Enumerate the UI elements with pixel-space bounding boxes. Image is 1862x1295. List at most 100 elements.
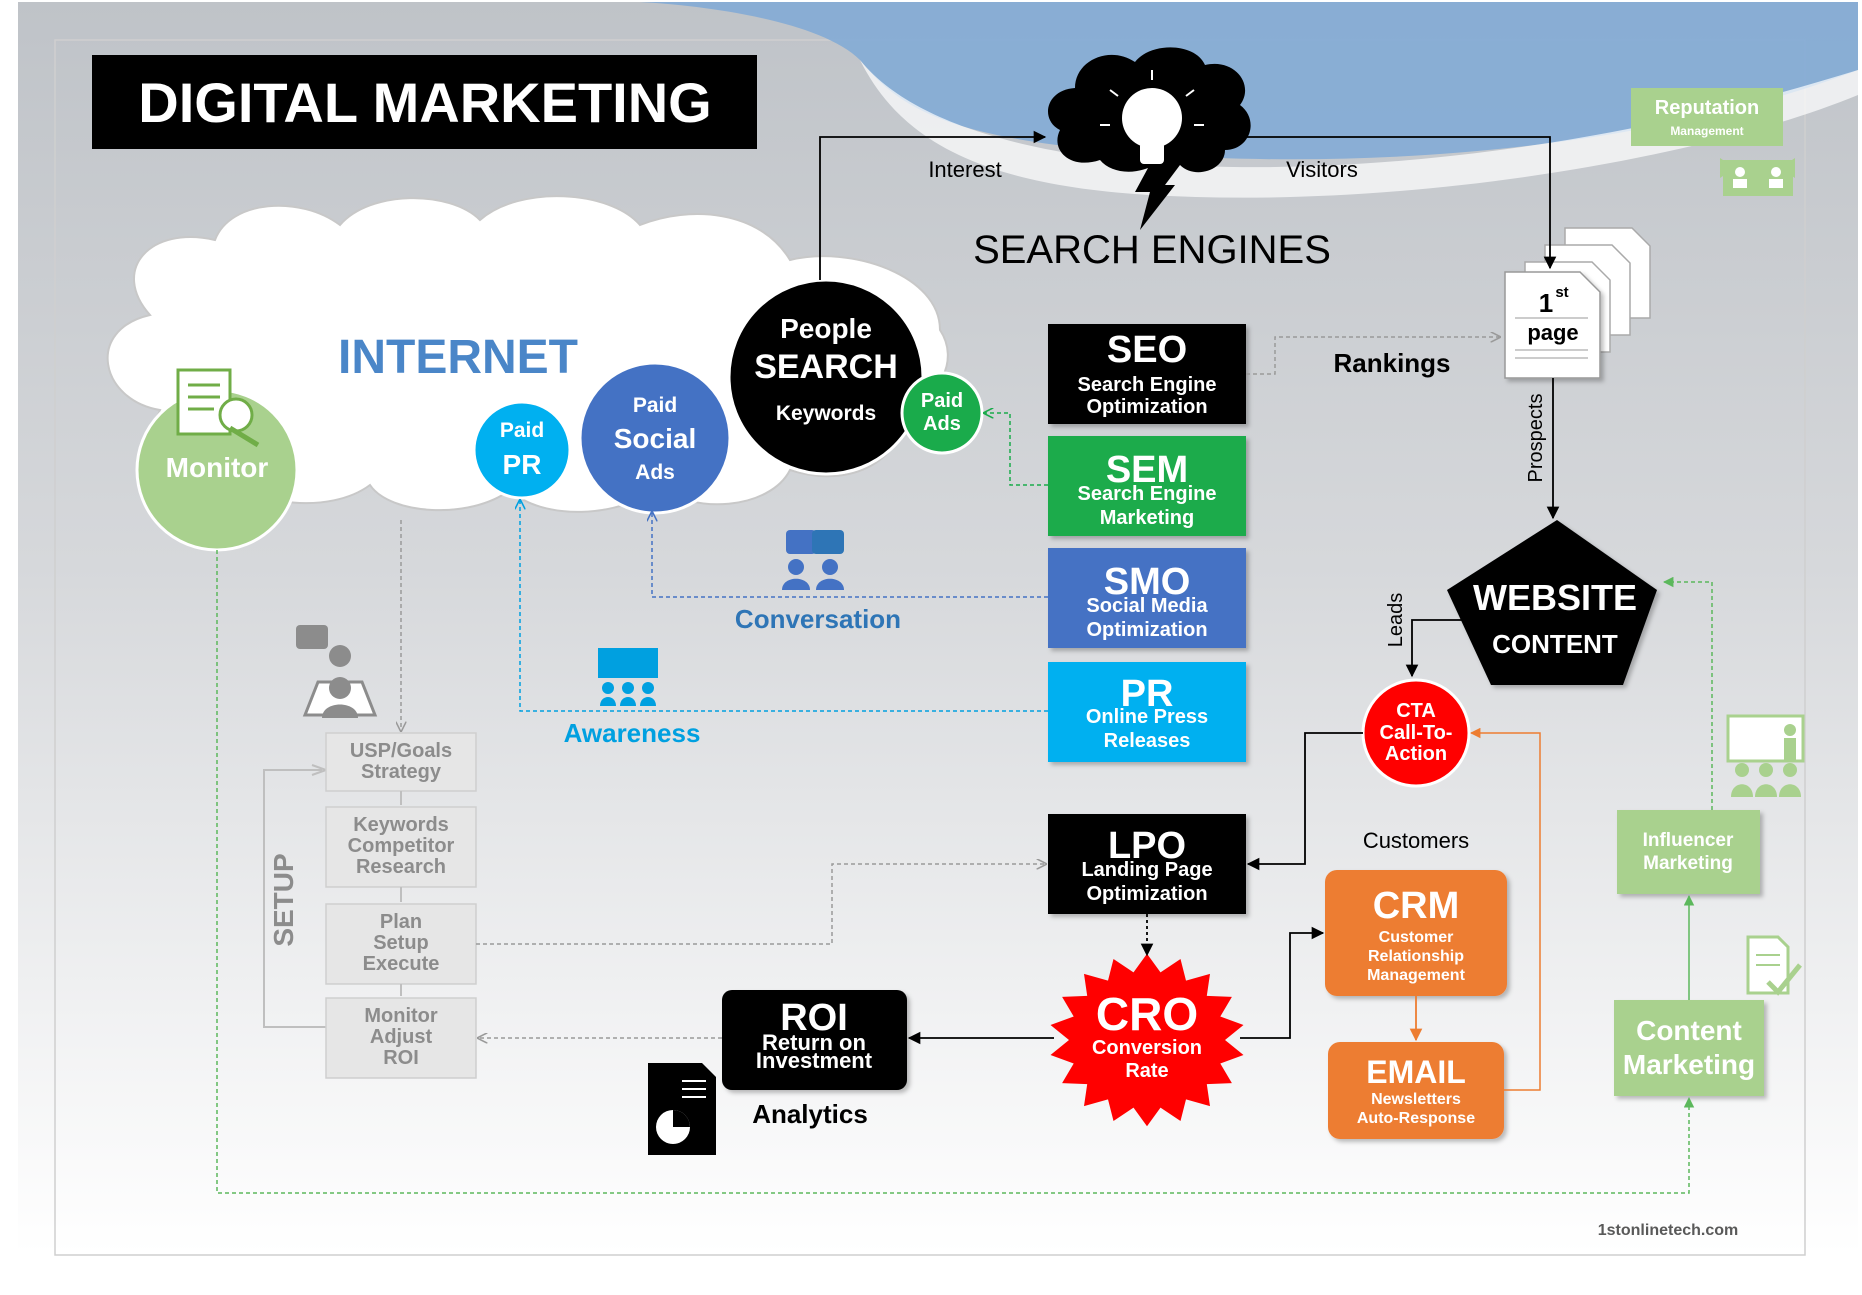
- leads-arrow: [1405, 619, 1467, 678]
- people-search-line1: People: [780, 313, 872, 344]
- pr-to-paid-pr-arrow: [520, 500, 1048, 712]
- cro-line1: Conversion: [1092, 1037, 1202, 1059]
- reputation-people-icon: [1720, 158, 1795, 196]
- pr-line1: Online Press: [1086, 706, 1208, 728]
- setup-step-2: Keywords Competitor Research: [325, 806, 477, 888]
- influencer-to-website-arrow: [1662, 576, 1713, 810]
- first-page-word: page: [1527, 320, 1578, 345]
- search-engines-label: SEARCH ENGINES: [973, 228, 1331, 272]
- paid-social-line2: Social: [614, 423, 696, 454]
- setup-step-2-line1: Keywords: [353, 814, 449, 836]
- title-bar: [92, 55, 757, 149]
- cta-line1: CTA: [1396, 700, 1436, 722]
- crm-line2: Relationship: [1368, 948, 1464, 965]
- setup-step-3-line3: Execute: [363, 953, 440, 975]
- smo-abbr: SMO: [1104, 561, 1191, 603]
- roi-abbr: ROI: [780, 997, 848, 1039]
- search-engine-brain-icon: [1048, 47, 1251, 230]
- paid-social-line3: Ads: [635, 461, 675, 484]
- setup-step-1-line2: Strategy: [361, 761, 442, 783]
- roi-line1: Return on: [762, 1030, 866, 1055]
- conversation-icon: [782, 530, 844, 590]
- paid-pr-line2: PR: [503, 449, 542, 480]
- page-title: DIGITAL MARKETING: [138, 71, 711, 134]
- reputation-line1: Reputation: [1655, 97, 1759, 119]
- plan-to-lpo-arrow: [476, 864, 1046, 945]
- analytics-report-icon: [648, 1063, 716, 1155]
- customers-label: Customers: [1363, 828, 1469, 853]
- content-marketing-line1: Content: [1636, 1015, 1742, 1046]
- roi-line2: Investment: [756, 1048, 873, 1073]
- lpo-line2: Optimization: [1086, 883, 1207, 905]
- setup-step-3-line2: Setup: [373, 932, 429, 954]
- setup-step-4-line2: Adjust: [370, 1026, 433, 1048]
- lpo-line1: Landing Page: [1081, 859, 1212, 881]
- setup-step-1: USP/Goals Strategy: [325, 732, 477, 792]
- setup-label: SETUP: [268, 853, 299, 946]
- prospects-label: Prospects: [1525, 394, 1547, 483]
- analytics-label: Analytics: [752, 1099, 868, 1129]
- setup-step-2-line3: Research: [356, 856, 446, 878]
- first-page-documents-icon: [1504, 227, 1651, 379]
- roi-box: ROI Return on Investment: [722, 990, 907, 1090]
- setup-person-icon: [296, 625, 378, 718]
- conversation-label: Conversation: [735, 604, 901, 634]
- visitors-arrow: [1245, 136, 1557, 270]
- lpo-box: LPO Landing Page Optimization: [1048, 814, 1246, 914]
- internet-cloud: [106, 195, 949, 513]
- visitors-label: Visitors: [1286, 157, 1358, 182]
- people-search-line2: SEARCH: [754, 348, 898, 386]
- pr-abbr: PR: [1121, 673, 1174, 715]
- sem-box: SEM Search Engine Marketing: [1048, 436, 1246, 536]
- monitor-document-icon: [176, 368, 260, 448]
- crm-line3: Management: [1367, 967, 1465, 984]
- cro-to-crm-arrow: [1240, 926, 1325, 1039]
- awareness-label: Awareness: [564, 718, 701, 748]
- sem-to-paid-ads-arrow: [984, 413, 1048, 486]
- email-line1: Newsletters: [1371, 1091, 1461, 1108]
- email-to-cta-arrow: [1469, 727, 1541, 1091]
- monitor-label: Monitor: [166, 452, 269, 483]
- paid-pr-line1: Paid: [500, 419, 544, 442]
- smo-line2: Optimization: [1086, 619, 1207, 641]
- cta-line3: Action: [1385, 743, 1447, 765]
- seo-line2: Optimization: [1086, 396, 1207, 418]
- sem-abbr: SEM: [1106, 449, 1188, 491]
- connectors: [216, 130, 1713, 1194]
- content-marketing-box: [1614, 1000, 1764, 1096]
- influencer-line1: Influencer: [1643, 830, 1734, 851]
- sem-line1: Search Engine: [1078, 483, 1217, 505]
- website-content-shape: [1447, 520, 1657, 685]
- email-line2: Auto-Response: [1357, 1110, 1475, 1127]
- people-search-line3: Keywords: [776, 402, 876, 425]
- first-page-num: 1: [1539, 288, 1553, 318]
- cro-abbr: CRO: [1096, 988, 1198, 1040]
- crm-box: CRM Customer Relationship Management: [1325, 870, 1507, 996]
- setup-step-3: Plan Setup Execute: [325, 903, 477, 985]
- interest-arrow: [819, 130, 1047, 280]
- first-page-sup: st: [1555, 284, 1568, 301]
- reputation-box: [1631, 88, 1783, 146]
- paid-ads-line2: Ads: [923, 413, 961, 435]
- setup-step-4: Monitor Adjust ROI: [325, 997, 477, 1079]
- email-abbr: EMAIL: [1366, 1054, 1466, 1090]
- influencer-presenter-icon: [1726, 714, 1805, 797]
- cta-line2: Call-To-: [1380, 722, 1453, 744]
- content-checklist-icon: [1746, 935, 1802, 996]
- rankings-label: Rankings: [1333, 348, 1450, 378]
- setup-step-4-line3: ROI: [383, 1047, 419, 1069]
- footer-credit: 1stonlinetech.com: [1598, 1222, 1738, 1239]
- smo-line1: Social Media: [1086, 595, 1208, 617]
- interest-label: Interest: [928, 157, 1001, 182]
- smo-box: SMO Social Media Optimization: [1048, 548, 1246, 648]
- lpo-abbr: LPO: [1108, 825, 1186, 867]
- paid-ads-circle: [900, 371, 984, 455]
- paid-ads-line1: Paid: [921, 390, 963, 412]
- pr-line2: Releases: [1104, 730, 1191, 752]
- influencer-line2: Marketing: [1643, 853, 1733, 874]
- monitor-loop-arrow: [216, 550, 1695, 1194]
- setup-step-3-line1: Plan: [380, 911, 422, 933]
- setup-loop-line: [263, 769, 326, 1028]
